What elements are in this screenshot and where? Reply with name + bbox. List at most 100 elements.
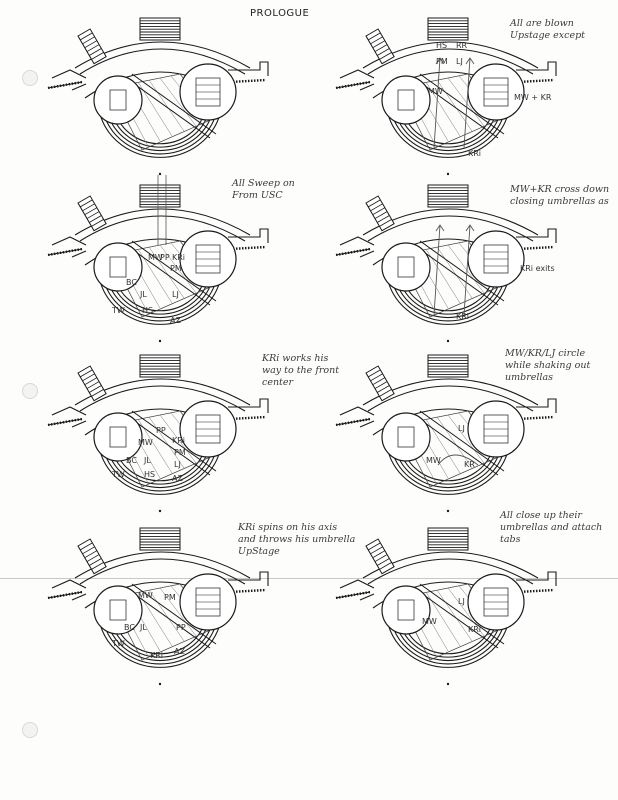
stage-ring (403, 113, 493, 145)
performer-label: KRi (150, 651, 163, 660)
deck-board (159, 587, 197, 637)
ramp-step (377, 215, 390, 223)
right-rail (517, 415, 555, 421)
deck-diagonal (413, 414, 499, 476)
ramp-step (372, 40, 386, 49)
ramp-step (372, 207, 386, 216)
ramp-step (82, 203, 95, 212)
ramp-block (365, 538, 395, 575)
deck-diagonal (125, 77, 211, 139)
left-turntable (93, 75, 143, 125)
deck-board (447, 414, 485, 464)
ramp-step (84, 550, 98, 559)
left-turntable-square (397, 89, 415, 111)
ramp-step (377, 558, 390, 566)
deck-diagonal (419, 240, 505, 302)
left-turntable (93, 585, 143, 635)
center-mark (158, 339, 162, 343)
ramp-step (374, 44, 388, 52)
upstage-arc-inner (79, 215, 246, 242)
stage-ring (391, 450, 505, 492)
left-turntable (381, 75, 431, 125)
right-platform (516, 61, 557, 76)
stage-ring (103, 113, 217, 155)
performer-label: LJ (174, 460, 181, 469)
right-platform (228, 61, 269, 76)
performer-label: LJ (458, 597, 465, 606)
performer-label: JL (139, 290, 147, 299)
left-turntable-square (109, 89, 127, 111)
performer-label: LJ (458, 424, 465, 433)
upstage-stairs (139, 17, 181, 41)
ramp-step (374, 554, 388, 562)
movement-arrow (433, 224, 445, 316)
left-ramp (77, 28, 107, 65)
ramp-block (77, 195, 107, 232)
performer-label: HS (436, 41, 447, 50)
ramp-step (82, 546, 95, 555)
upstage-stairs (139, 184, 181, 208)
right-rail (229, 588, 267, 594)
upstage-arc-inner (79, 558, 246, 585)
circle-path (437, 454, 479, 466)
deck-board (159, 244, 197, 294)
center-mark (158, 682, 162, 686)
fold-line (0, 578, 618, 579)
ramp-step (368, 542, 381, 551)
performer-label: KRi (172, 253, 185, 262)
deck-board (436, 246, 473, 299)
performer-label: PM (436, 57, 448, 66)
ramp-step (84, 40, 98, 49)
ramp-step (379, 562, 392, 570)
ramp-step (368, 32, 381, 41)
deck-board (447, 587, 485, 637)
performer-label: JL (143, 456, 151, 465)
left-walkway (335, 579, 375, 601)
stage-ring (111, 280, 209, 315)
performer-label: LJ (456, 57, 463, 66)
performer-label: PM (164, 593, 176, 602)
ramp-step (379, 52, 392, 60)
ramp-step (374, 211, 388, 219)
panel-3-note: All Sweep on From USC (232, 178, 295, 201)
left-ramp (77, 538, 107, 575)
left-ramp (77, 195, 107, 232)
left-turntable (93, 412, 143, 462)
deck-board (148, 246, 185, 299)
stage-deck (109, 73, 217, 151)
upstage-arc-inner (367, 215, 534, 242)
performer-label: MW (426, 456, 441, 465)
deck-board (436, 416, 473, 469)
deck-diagonal (131, 73, 217, 135)
ramp-step (370, 36, 383, 45)
deck-diagonal (419, 410, 505, 472)
ramp-block (77, 365, 107, 402)
panel-2-note: All are blown Upstage except (510, 18, 585, 41)
performer-label: KRi exits (520, 264, 555, 273)
left-ramp (365, 28, 395, 65)
stage-diagram-1 (47, 17, 269, 176)
performer-label: PM (170, 264, 182, 273)
stage-ring (399, 113, 497, 148)
stage-ring (107, 450, 213, 488)
performer-label: RR (456, 41, 468, 50)
right-platform (228, 228, 269, 243)
ramp-step (372, 377, 386, 386)
stage-ring (387, 623, 509, 668)
page-title: PROLOGUE (250, 8, 310, 19)
ramp-step (91, 562, 104, 570)
upstage-arc-inner (367, 558, 534, 585)
ramp-step (86, 211, 100, 219)
performer-label: BC (124, 623, 135, 632)
deck-diagonal (413, 77, 499, 139)
upstage-stairs (427, 17, 469, 41)
performer-label: KR (464, 460, 475, 469)
right-rail (229, 78, 267, 84)
movement-arrow (463, 57, 475, 149)
performer-label: AZ (174, 647, 185, 656)
stage-ring (403, 280, 493, 312)
performer-label: PP (156, 426, 166, 435)
left-walkway (47, 69, 87, 91)
